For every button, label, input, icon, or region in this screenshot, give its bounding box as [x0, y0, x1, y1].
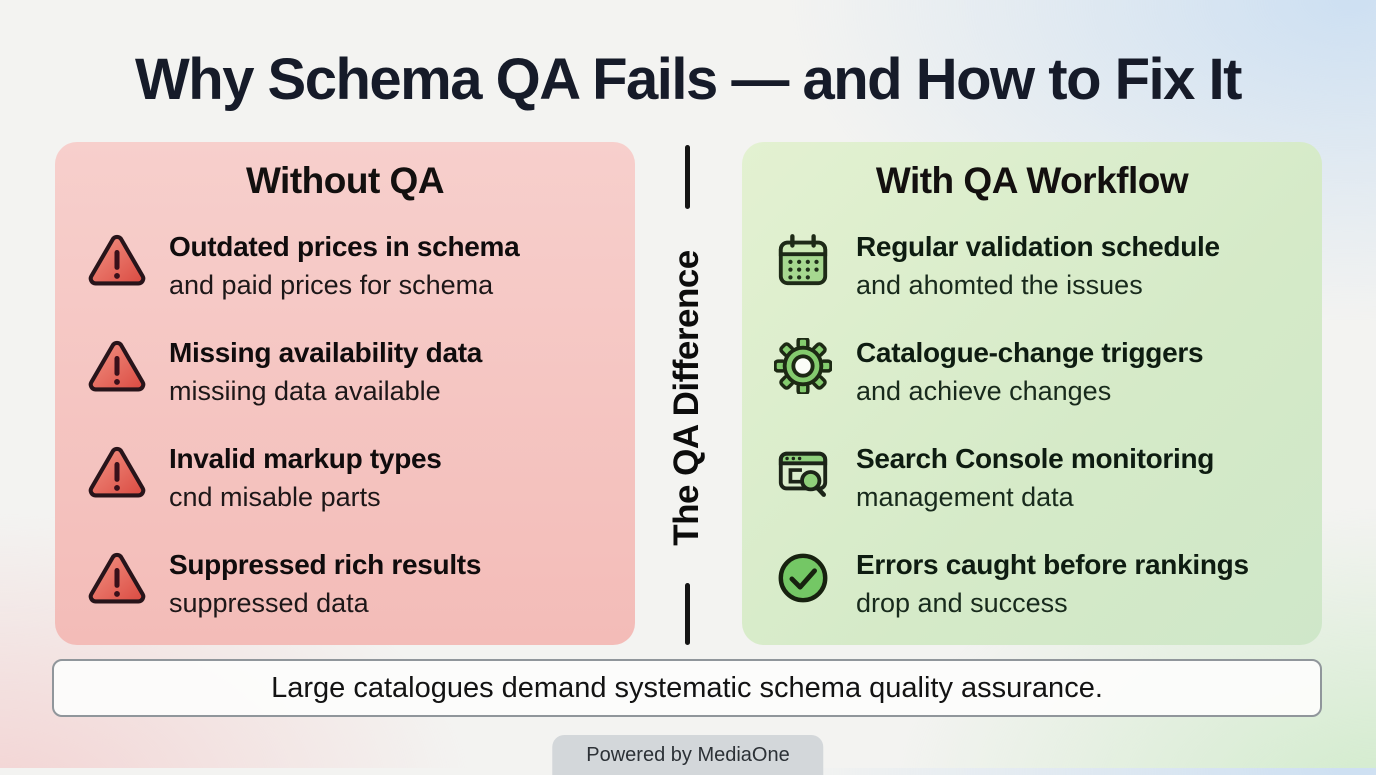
item-heading: Outdated prices in schema	[169, 231, 520, 262]
item-subtext: and paid prices for schema	[169, 270, 494, 300]
item-heading: Catalogue-change triggers	[856, 337, 1204, 368]
powered-by-badge: Powered by MediaOne	[552, 735, 824, 775]
list-item: Outdated prices in schema and paid price…	[87, 228, 635, 304]
item-heading: Invalid markup types	[169, 443, 442, 474]
page-title: Why Schema QA Fails — and How to Fix It	[135, 47, 1242, 112]
list-item: Search Console monitoring management dat…	[774, 440, 1322, 516]
item-text: Regular validation schedule and ahomted …	[856, 228, 1220, 304]
gear-icon	[774, 338, 838, 394]
item-text: Suppressed rich results suppressed data	[169, 546, 481, 622]
list-item: Catalogue-change triggers and achieve ch…	[774, 334, 1322, 410]
list-item: Missing availability data missiing data …	[87, 334, 635, 410]
warning-triangle-icon	[87, 338, 151, 392]
search-console-icon	[774, 444, 838, 500]
item-subtext: cnd misable parts	[169, 482, 381, 512]
calendar-icon	[774, 232, 838, 288]
without-qa-items: Outdated prices in schema and paid price…	[55, 228, 635, 622]
item-subtext: and achieve changes	[856, 376, 1112, 406]
without-qa-panel-title: Without QA	[245, 160, 445, 201]
list-item: Regular validation schedule and ahomted …	[774, 228, 1322, 304]
summary-banner: Large catalogues demand systematic schem…	[52, 659, 1322, 717]
list-item: Errors caught before rankings drop and s…	[774, 546, 1322, 622]
summary-banner-text: Large catalogues demand systematic schem…	[271, 671, 1103, 704]
item-text: Missing availability data missiing data …	[169, 334, 482, 410]
warning-triangle-icon	[87, 444, 151, 498]
divider-line-top	[685, 145, 690, 209]
without-qa-panel: Without QA Outdated prices in schema and…	[55, 142, 635, 645]
item-subtext: and ahomted the issues	[856, 270, 1143, 300]
item-heading: Suppressed rich results	[169, 549, 482, 580]
with-qa-items: Regular validation schedule and ahomted …	[742, 228, 1322, 622]
divider-line-bottom	[685, 583, 690, 645]
with-qa-panel-title: With QA Workflow	[875, 160, 1189, 201]
list-item: Suppressed rich results suppressed data	[87, 546, 635, 622]
item-text: Search Console monitoring management dat…	[856, 440, 1214, 516]
item-heading: Search Console monitoring	[856, 443, 1215, 474]
warning-triangle-icon	[87, 232, 151, 286]
item-heading: Regular validation schedule	[856, 231, 1220, 262]
item-subtext: drop and success	[856, 588, 1068, 618]
item-text: Catalogue-change triggers and achieve ch…	[856, 334, 1204, 410]
item-subtext: suppressed data	[169, 588, 369, 618]
qa-difference-divider-label: The QA Difference	[667, 250, 706, 546]
item-subtext: management data	[856, 482, 1074, 512]
list-item: Invalid markup types cnd misable parts	[87, 440, 635, 516]
item-heading: Missing availability data	[169, 337, 483, 368]
check-circle-icon	[774, 550, 838, 606]
item-subtext: missiing data available	[169, 376, 441, 406]
warning-triangle-icon	[87, 550, 151, 604]
item-text: Errors caught before rankings drop and s…	[856, 546, 1249, 622]
item-text: Outdated prices in schema and paid price…	[169, 228, 520, 304]
powered-by-text: Powered by MediaOne	[586, 744, 790, 766]
item-text: Invalid markup types cnd misable parts	[169, 440, 442, 516]
item-heading: Errors caught before rankings	[856, 549, 1249, 580]
with-qa-workflow-panel: With QA Workflow Regular validation sch	[742, 142, 1322, 645]
